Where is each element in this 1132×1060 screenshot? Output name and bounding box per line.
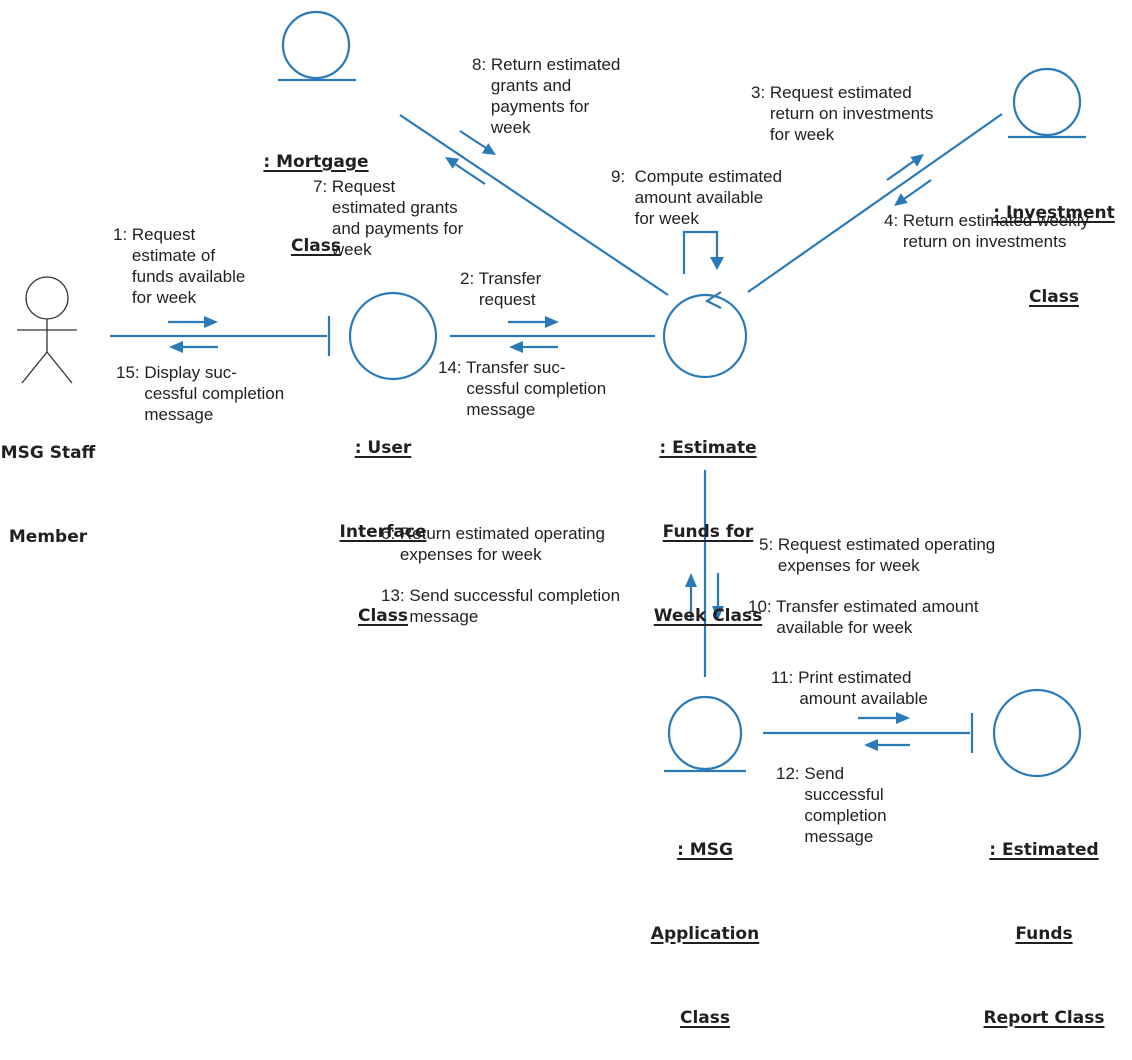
arrow-m8 [459, 130, 496, 155]
message-7: 7: Request estimated grants and payments… [313, 177, 464, 259]
estimate-control-symbol [662, 230, 748, 379]
arrow-m15 [169, 341, 218, 353]
actor-stick-figure [17, 276, 77, 384]
message-9: 9: Compute estimated amount available fo… [611, 167, 783, 228]
report-label-line-1: : Estimated [989, 840, 1099, 860]
message-2: 2: Transfer request [460, 269, 542, 309]
investment-class-label: : Investment Class [974, 143, 1132, 339]
message-11: 11: Print estimated amount available [771, 668, 928, 708]
mortgage-entity-symbol [278, 10, 356, 82]
estimate-class-label: : Estimate Funds for Week Class [628, 378, 788, 658]
report-label-line-3: Report Class [983, 1008, 1105, 1028]
report-boundary-symbol [970, 688, 1082, 778]
mortgage-class-label: : Mortgage Class [236, 92, 396, 288]
report-label-line-2: Funds [1015, 924, 1073, 944]
app-entity-symbol [664, 695, 746, 773]
investment-label-line-1: : Investment [993, 203, 1115, 223]
ui-label-line-1: : User [354, 438, 412, 458]
arrow-m7 [445, 157, 486, 185]
collaboration-diagram [17, 10, 1086, 778]
arrow-m3 [886, 154, 924, 181]
actor-label-line-1: MSG Staff [0, 443, 96, 463]
app-label-line-1: : MSG [677, 840, 733, 860]
actor-label: MSG Staff Member [0, 383, 118, 579]
arrow-m1 [168, 316, 218, 328]
app-class-label: : MSG Application Class [625, 780, 785, 1060]
ui-label-line-2: Interface [339, 522, 427, 542]
message-13: 13: Send successful completion message [381, 586, 621, 626]
arrow-m11 [858, 712, 910, 724]
message-5: 5: Request estimated operating expenses … [759, 535, 996, 575]
message-10: 10: Transfer estimated amount available … [748, 597, 979, 637]
ui-label-line-3: Class [357, 606, 408, 626]
mortgage-label-line-1: : Mortgage [263, 152, 369, 172]
app-label-line-2: Application [650, 924, 760, 944]
arrow-m4 [894, 179, 932, 206]
message-4: 4: Return estimated weekly return on inv… [884, 211, 1090, 251]
link-mortgage-estimate [399, 114, 669, 296]
message-3: 3: Request estimated return on investmen… [751, 83, 934, 144]
app-label-line-3: Class [679, 1008, 730, 1028]
arrow-m5-m10 [712, 573, 724, 620]
message-12: 12: Send successful completion message [776, 764, 887, 846]
arrow-m2 [508, 316, 559, 328]
report-class-label: : Estimated Funds Report Class [964, 780, 1124, 1060]
estimate-label-line-2: Funds for [662, 522, 754, 542]
message-1: 1: Request estimate of funds available f… [113, 225, 246, 307]
ui-class-label: : User Interface Class [313, 378, 453, 658]
message-8: 8: Return estimated grants and payments … [472, 55, 621, 137]
arrow-m14 [509, 341, 558, 353]
arrow-m6-m13 [685, 573, 697, 620]
ui-boundary-symbol [327, 291, 438, 381]
actor-label-line-2: Member [8, 527, 88, 547]
investment-label-line-2: Class [1028, 287, 1079, 307]
message-6: 6: Return estimated operating expenses f… [381, 524, 605, 564]
link-investment-estimate [747, 113, 1003, 293]
investment-entity-symbol [1008, 67, 1086, 139]
mortgage-label-line-2: Class [290, 236, 341, 256]
message-15: 15: Display suc- cessful completion mess… [116, 363, 285, 424]
arrow-m12 [864, 739, 910, 751]
estimate-label-line-3: Week Class [653, 606, 763, 626]
estimate-label-line-1: : Estimate [659, 438, 757, 458]
message-14: 14: Transfer suc- cessful completion mes… [438, 358, 607, 419]
